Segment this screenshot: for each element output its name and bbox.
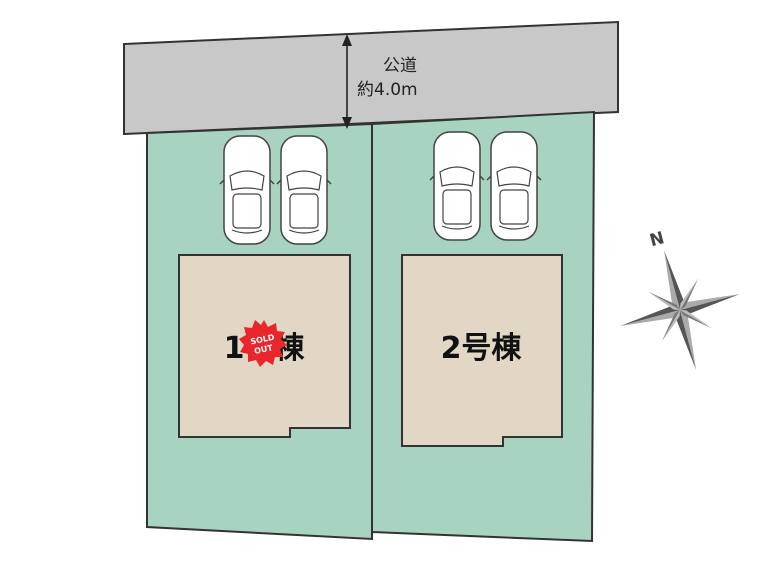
parking-car [219,135,275,245]
road-name: 公道 [383,56,417,76]
sold-out-burst [239,320,287,367]
building-2-label: 2号棟 [441,331,523,366]
road-width-arrow [342,34,352,129]
parking-car [429,131,485,241]
parking-car [486,131,542,241]
road-width-label: 約4.0m [357,80,418,100]
compass-rose-icon [620,250,740,370]
parking-car [276,135,332,245]
building-2 [401,254,563,447]
sold-out-text-line2: OUT [253,343,274,356]
public-road [123,20,619,136]
sold-out-badge: SOLD OUT [239,320,287,367]
north-label: N [648,228,667,251]
